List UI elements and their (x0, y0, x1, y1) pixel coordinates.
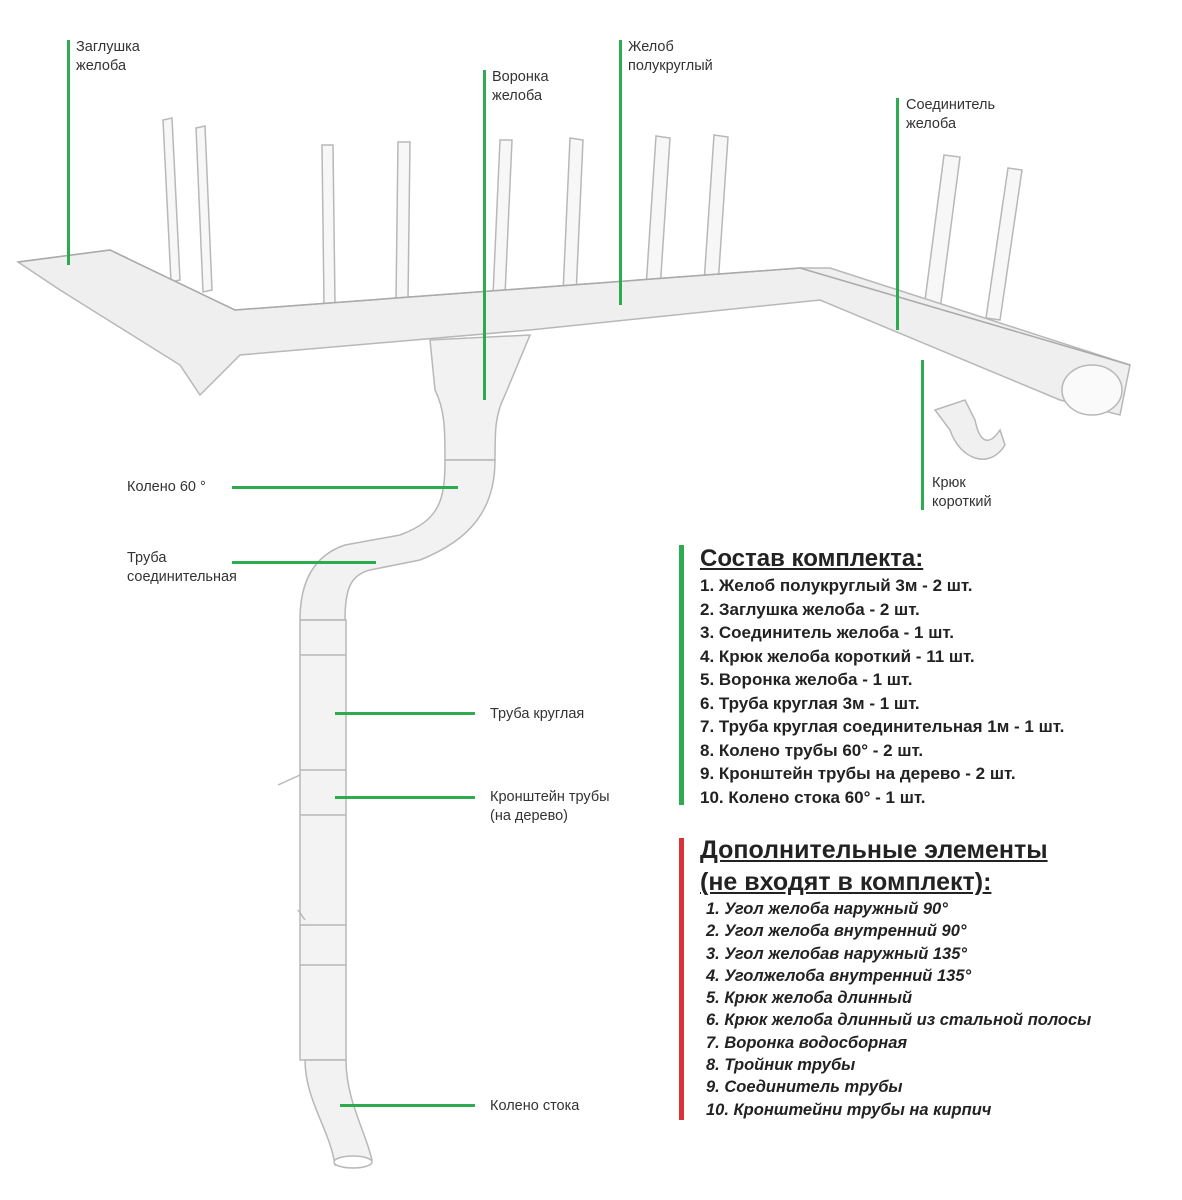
kit-item: 1. Желоб полукруглый 3м - 2 шт. (700, 576, 973, 595)
outlet-elbow (304, 1059, 373, 1166)
extra-list: Дополнительные элементы (не входят в комп… (700, 834, 1091, 1121)
leader-connector (896, 98, 899, 330)
label-gutter: Желоб полукруглый (628, 38, 713, 76)
kit-item: 4. Крюк желоба короткий - 11 шт. (700, 646, 975, 666)
label-line: соединительная (127, 569, 237, 585)
label-funnel: Воронка желоба (492, 68, 549, 106)
leader-bracket (335, 796, 475, 799)
leader-connecting-pipe (232, 561, 376, 564)
label-elbow: Колено 60 ° (127, 479, 206, 495)
label-connecting-pipe: Труба соединительная (127, 549, 237, 587)
label-line: Соединитель (906, 97, 996, 113)
label-connector: Соединитель желоба (906, 96, 995, 134)
label-round-pipe: Труба круглая (490, 706, 585, 722)
kit-item: 7. Труба круглая соединительная 1м - 1 ш… (700, 717, 1065, 736)
label-line: полукруглый (628, 58, 713, 74)
extra-item: 10. Кронштейни трубы на кирпич (706, 1100, 992, 1119)
extra-item: 5. Крюк желоба длинный (706, 989, 913, 1008)
label-line: желоба (492, 88, 543, 104)
label-line: Воронка (492, 69, 549, 85)
kit-item: 8. Колено трубы 60° - 2 шт. (700, 740, 924, 760)
label-line: Труба (127, 550, 167, 566)
extra-item: 9. Соединитель трубы (706, 1078, 903, 1097)
kit-item: 3. Соединитель желоба - 1 шт. (700, 623, 954, 642)
leader-hook (921, 360, 924, 510)
extra-item: 4. Уголжелоба внутренний 135° (706, 966, 972, 985)
extra-accent-bar (679, 838, 684, 1120)
leader-round-pipe (335, 712, 475, 715)
label-bracket: Кронштейн трубы (на дерево) (490, 788, 610, 826)
label-line: Заглушка (76, 39, 140, 55)
label-line: желоба (906, 116, 957, 132)
leader-elbow (232, 486, 458, 489)
title-line: Дополнительные элементы (700, 836, 1048, 864)
extra-item: 6. Крюк желоба длинный из стальной полос… (706, 1011, 1092, 1030)
kit-item: 10. Колено стока 60° - 1 шт. (700, 787, 926, 807)
label-line: Желоб (628, 39, 674, 55)
label-line: желоба (76, 58, 127, 74)
leader-funnel (483, 70, 486, 400)
leader-end-cap (67, 40, 70, 265)
extra-item: 7. Воронка водосборная (706, 1033, 908, 1052)
kit-accent-bar (679, 545, 684, 805)
extra-item: 3. Угол желобав наружный 135° (706, 944, 967, 963)
kit-list: Состав комплекта: 1. Желоб полукруглый 3… (700, 544, 1064, 809)
label-line: короткий (932, 494, 992, 510)
label-end-cap: Заглушка желоба (76, 38, 140, 76)
round-pipe (299, 619, 347, 1061)
leader-gutter (619, 40, 622, 305)
extra-item: 1. Угол желоба наружный 90° (706, 900, 948, 918)
downpipe-elbow (299, 459, 496, 621)
hook-straps (162, 117, 1023, 321)
extra-item: 2. Угол желоба внутренний 90° (706, 922, 967, 941)
kit-title: Состав комплекта: (700, 545, 924, 572)
kit-item: 6. Труба круглая 3м - 1 шт. (700, 693, 920, 713)
label-hook: Крюк короткий (932, 474, 992, 512)
title-line: (не входят в комплект): (700, 868, 992, 896)
kit-item: 2. Заглушка желоба - 2 шт. (700, 599, 920, 619)
label-outlet-elbow: Колено стока (490, 1098, 580, 1114)
funnel (429, 334, 532, 461)
short-hook-sample (933, 399, 1006, 460)
label-line: Крюк (932, 475, 966, 491)
kit-item: 5. Воронка желоба - 1 шт. (700, 670, 913, 689)
label-line: Кронштейн трубы (490, 789, 610, 805)
label-line: (на дерево) (490, 808, 569, 824)
leader-outlet-elbow (340, 1104, 475, 1107)
extra-title: Дополнительные элементы (не входят в комп… (700, 834, 1091, 898)
kit-item: 9. Кронштейн трубы на дерево - 2 шт. (700, 764, 1016, 783)
extra-item: 8. Тройник трубы (706, 1056, 856, 1075)
